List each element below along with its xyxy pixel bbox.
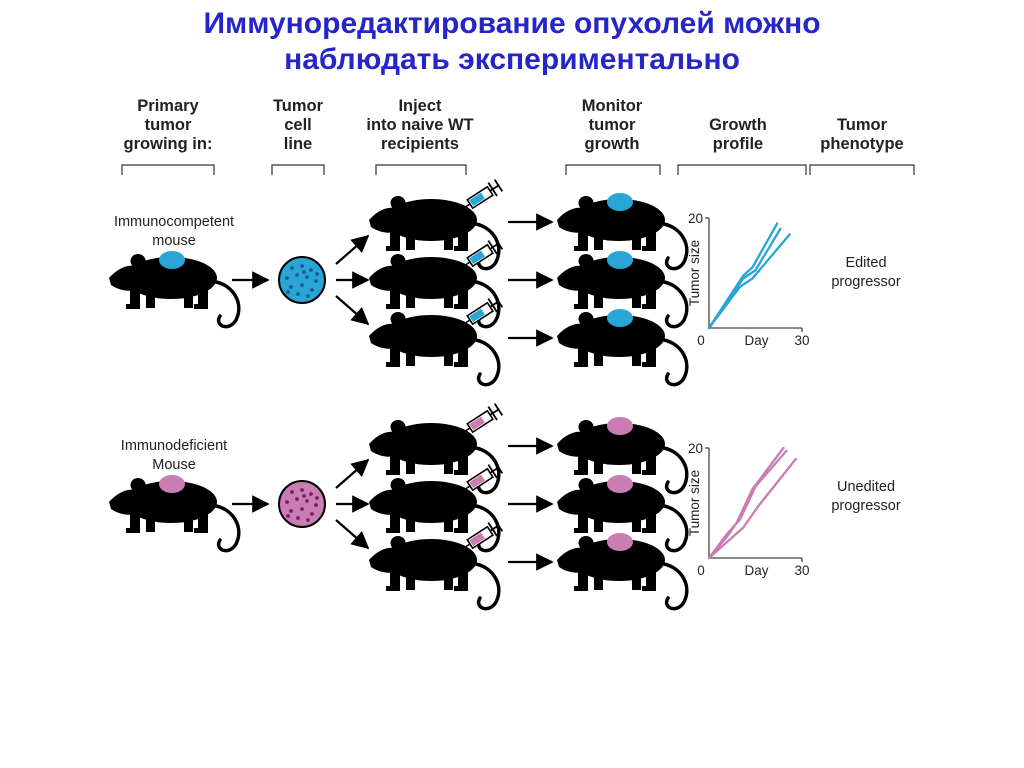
growth-curve-2 [707, 449, 788, 560]
column-header-tumor-phenotype-line-2: phenotype [820, 135, 903, 153]
syringe-1-1 [457, 179, 504, 213]
column-header-inject-recipients-line-2: into naive WT [366, 116, 473, 134]
page-title: Иммуноредактирование опухолей можно набл… [0, 6, 1024, 78]
column-header-primary-tumor-line-3: growing in: [124, 135, 213, 153]
column-header-tumor-cell-line-line-1: Tumor [273, 97, 324, 115]
monitored-mouse-1-3 [555, 309, 689, 387]
monitored-mouse-2-1 [555, 417, 689, 495]
host-label-2-line-2: Mouse [152, 457, 196, 473]
phenotype-label-2-line-1: Unedited [837, 479, 895, 495]
column-bracket-monitor-growth [565, 164, 661, 175]
y-tick-label: 20 [688, 211, 703, 226]
monitored-mouse-1-2 [555, 251, 689, 329]
x-tick-label-end: 30 [794, 333, 809, 348]
monitored-mouse-1-1-tumor [607, 193, 633, 211]
monitored-mouse-2-3 [555, 533, 689, 611]
syringe-2-3 [457, 519, 504, 553]
monitored-mouse-2-3-tumor [607, 533, 633, 551]
column-header-monitor-growth-line-3: growth [585, 135, 640, 153]
x-axis-title: Day [744, 333, 768, 348]
y-axis-title: Tumor size [687, 240, 702, 306]
column-header-inject-recipients-line-3: recipients [381, 135, 459, 153]
x-tick-label-start: 0 [697, 333, 705, 348]
x-tick-label-start: 0 [697, 563, 705, 578]
growth-chart-1: 20 0 30 Day Tumor size [687, 211, 810, 348]
column-header-primary-tumor-line-1: Primary [137, 97, 199, 115]
experiment-rows: ImmunocompetentmouseEditedprogressorImmu… [107, 179, 901, 611]
monitored-mouse-2-1-tumor [607, 417, 633, 435]
column-bracket-growth-profile [677, 164, 807, 175]
syringe-2-1 [457, 403, 504, 437]
host-label-1-line-2: mouse [152, 233, 196, 249]
cell-line-dish-1 [278, 256, 326, 304]
recipient-mouse-1-1-tumor [419, 193, 445, 211]
growth-chart-2: 20 0 30 Day Tumor size [687, 441, 810, 578]
growth-curve-3 [707, 457, 797, 560]
arrow-fan-bottom-2 [335, 519, 370, 550]
column-bracket-tumor-phenotype [809, 164, 915, 175]
primary-mouse-2 [107, 475, 241, 553]
primary-mouse-1-tumor [159, 251, 185, 269]
column-header-growth-profile-line-1: Growth [709, 116, 767, 134]
x-tick-label-end: 30 [794, 563, 809, 578]
column-header-primary-tumor-line-2: tumor [145, 116, 192, 134]
host-label-2-line-1: Immunodeficient [121, 438, 227, 454]
syringe-1-3 [457, 295, 504, 329]
recipient-mouse-1-3-tumor [419, 309, 445, 327]
column-header-tumor-phenotype-line-1: Tumor [837, 116, 888, 134]
primary-mouse-2-tumor [159, 475, 185, 493]
title-line-1: Иммуноредактирование опухолей можно [203, 7, 821, 40]
monitored-mouse-1-3-tumor [607, 309, 633, 327]
recipient-mouse-2-3-tumor [419, 533, 445, 551]
column-header-monitor-growth-line-2: tumor [589, 116, 636, 134]
syringe-2-2 [457, 461, 504, 495]
arrow-fan-bottom-1 [335, 295, 370, 326]
monitored-mouse-1-1 [555, 193, 689, 271]
column-bracket-inject-recipients [375, 164, 467, 175]
phenotype-label-2-line-2: progressor [831, 498, 900, 514]
primary-mouse-1 [107, 251, 241, 329]
growth-curve-3 [707, 233, 791, 330]
recipient-mouse-2-1-tumor [419, 417, 445, 435]
column-header-monitor-growth-line-1: Monitor [582, 97, 643, 115]
growth-curve-2 [707, 227, 782, 330]
y-axis-title: Tumor size [687, 470, 702, 536]
column-header-growth-profile-line-2: profile [713, 135, 763, 153]
column-header-inject-recipients-line-1: Inject [398, 97, 442, 115]
monitored-mouse-2-2 [555, 475, 689, 553]
phenotype-label-1-line-1: Edited [845, 255, 886, 271]
column-header-tumor-cell-line-line-2: cell [284, 116, 312, 134]
syringe-1-2 [457, 237, 504, 271]
column-bracket-tumor-cell-line [271, 164, 325, 175]
x-axis-title: Day [744, 563, 768, 578]
arrow-fan-top-2 [335, 458, 370, 489]
y-tick-label: 20 [688, 441, 703, 456]
monitored-mouse-1-2-tumor [607, 251, 633, 269]
column-bracket-primary-tumor [121, 164, 215, 175]
recipient-mouse-1-2-tumor [419, 251, 445, 269]
arrow-fan-top-1 [335, 234, 370, 265]
monitored-mouse-2-2-tumor [607, 475, 633, 493]
host-label-1-line-1: Immunocompetent [114, 214, 234, 230]
title-line-2: наблюдать экспериментально [284, 43, 740, 76]
cell-line-dish-2 [278, 480, 326, 528]
phenotype-label-1-line-2: progressor [831, 274, 900, 290]
recipient-mouse-2-2-tumor [419, 475, 445, 493]
column-header-tumor-cell-line-line-3: line [284, 135, 312, 153]
